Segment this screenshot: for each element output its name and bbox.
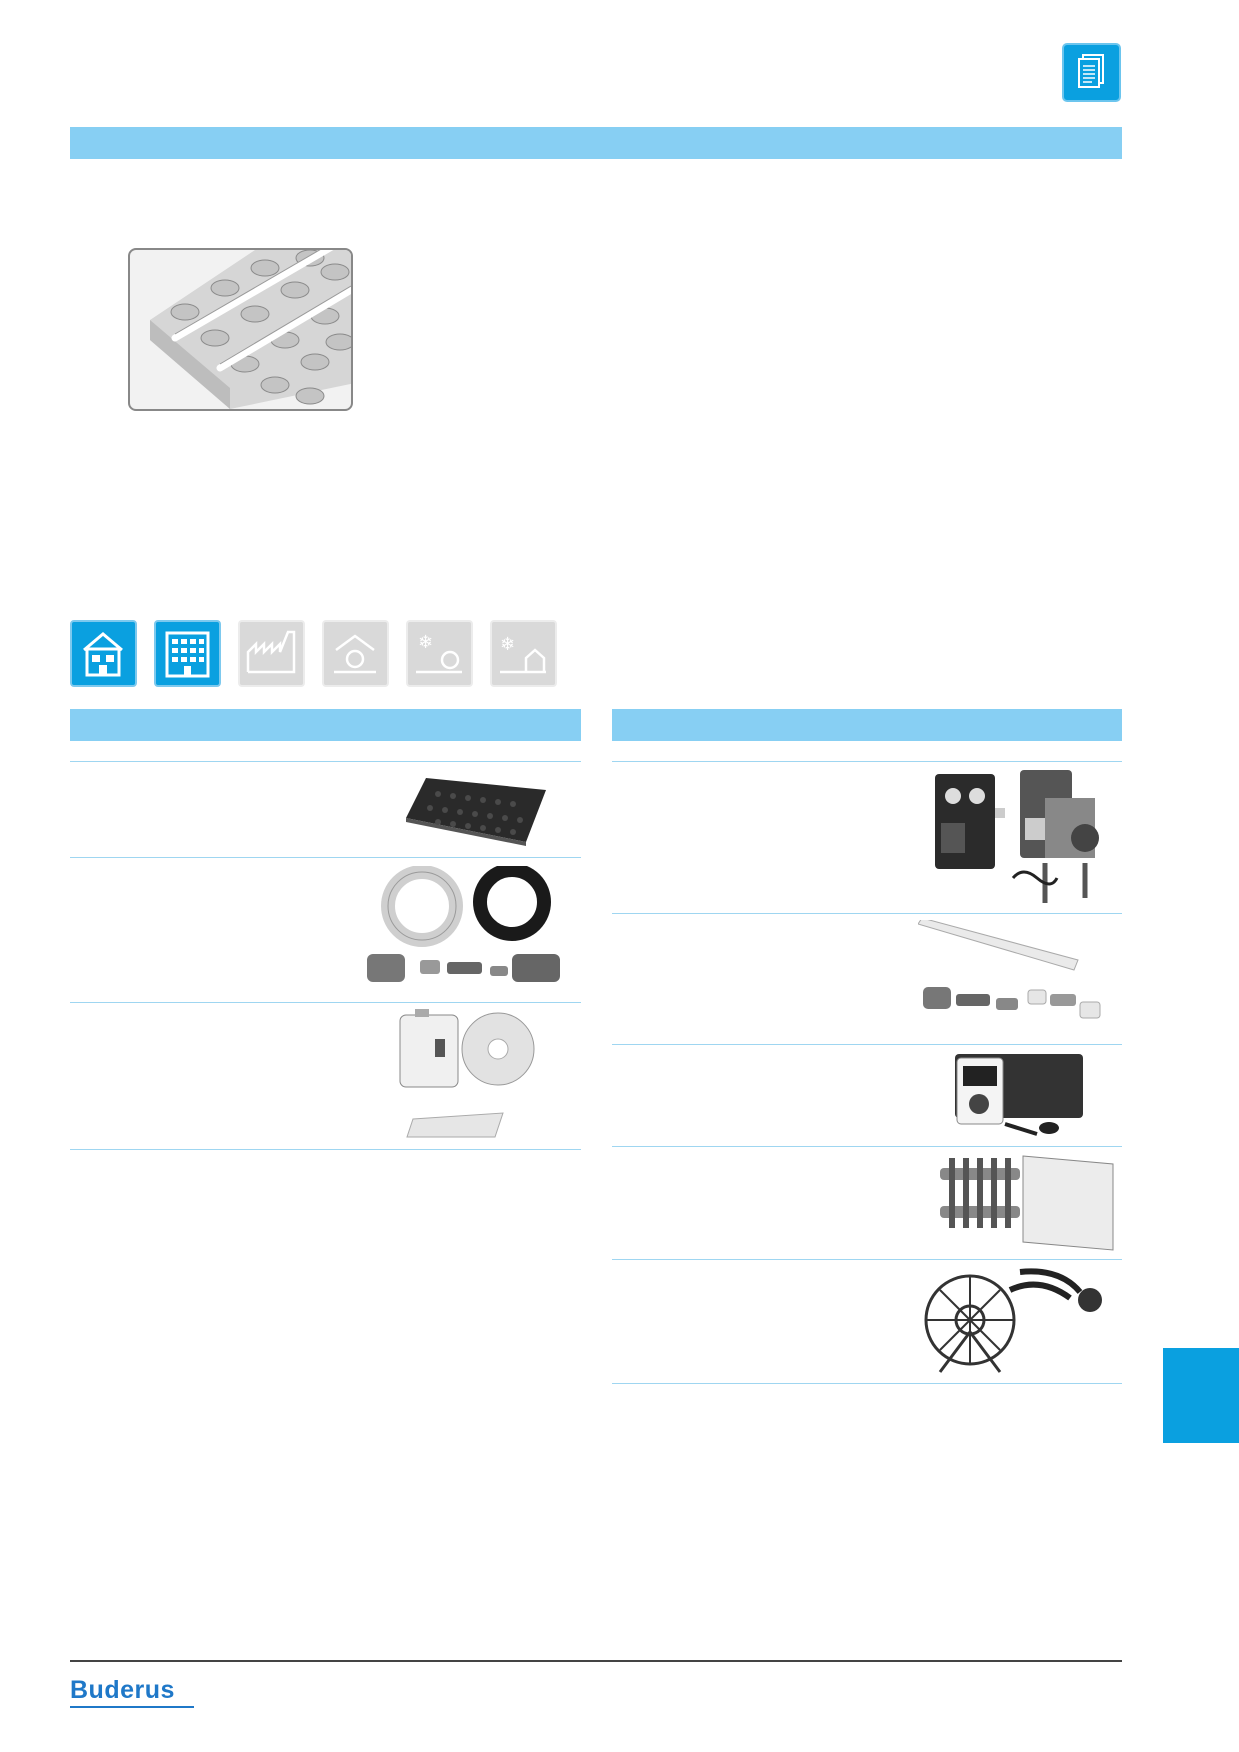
right-rule-top — [612, 761, 1122, 762]
manifold-and-cabinet-image — [935, 1150, 1115, 1255]
right-rule-2 — [612, 1044, 1122, 1045]
brand-logo-underline — [70, 1706, 194, 1708]
single-family-house-icon — [70, 620, 137, 687]
sports-hall-icon — [322, 620, 389, 687]
left-rule-2 — [70, 1002, 581, 1003]
outdoor-sports-field-heating-icon: ❄ — [406, 620, 473, 687]
left-rule-3 — [70, 1149, 581, 1150]
room-controller-image — [945, 1048, 1090, 1140]
studded-floor-panel-illustration — [128, 248, 353, 411]
pipe-coils-and-fittings-image — [362, 863, 582, 996]
studded-panel-image — [398, 770, 550, 848]
pipe-reel-and-cutter-image — [920, 1262, 1120, 1377]
right-column-band — [612, 709, 1122, 741]
left-column-band — [70, 709, 581, 741]
title-band — [70, 127, 1122, 159]
left-rule-1 — [70, 857, 581, 858]
canister-edge-strip-and-film-image — [395, 1009, 550, 1144]
left-rule-top — [70, 761, 581, 762]
right-rule-5 — [612, 1383, 1122, 1384]
pipe-and-connectors-image — [917, 917, 1113, 1035]
industrial-building-icon — [238, 620, 305, 687]
right-rule-4 — [612, 1259, 1122, 1260]
right-rule-3 — [612, 1146, 1122, 1147]
footer-rule — [70, 1660, 1122, 1662]
svg-text:❄: ❄ — [418, 632, 433, 653]
document-stack-icon[interactable] — [1062, 43, 1121, 102]
document-stack-glyph — [1078, 54, 1104, 88]
pump-group-modules-image — [925, 768, 1115, 908]
brand-logo: Buderus — [70, 1676, 175, 1704]
right-rule-1 — [612, 913, 1122, 914]
ice-free-surface-icon: ❄ — [490, 620, 557, 687]
apartment-building-icon — [154, 620, 221, 687]
chapter-tab[interactable] — [1163, 1348, 1239, 1443]
svg-text:❄: ❄ — [500, 634, 515, 655]
